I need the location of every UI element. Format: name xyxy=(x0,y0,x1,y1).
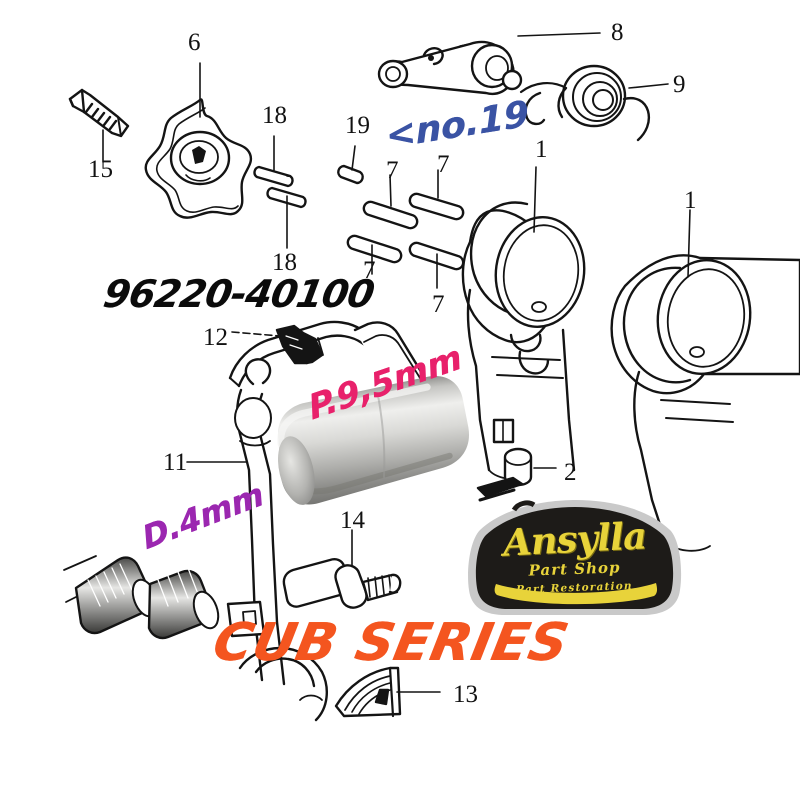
metal-pin-photo xyxy=(277,376,470,505)
part-18-dowel-pins xyxy=(253,135,307,249)
callout-8: 8 xyxy=(611,19,624,46)
annotation-part-number: 96220-40100 xyxy=(100,272,378,316)
part-9-return-spring xyxy=(519,64,669,142)
callout-18-top: 18 xyxy=(262,102,287,129)
callout-18-bottom: 18 xyxy=(272,249,297,276)
callout-12: 12 xyxy=(203,324,228,351)
part-15-flange-bolt xyxy=(68,88,130,163)
part-6-drum-stopper xyxy=(144,62,253,219)
part-small-block xyxy=(492,418,515,444)
callout-2: 2 xyxy=(564,459,577,486)
callout-1-a: 1 xyxy=(535,136,548,163)
logo-badge-shape xyxy=(468,500,682,615)
callout-7-d: 7 xyxy=(432,291,445,318)
part-leaf-spring xyxy=(476,476,524,502)
callout-9: 9 xyxy=(673,71,686,98)
callout-7-c: 7 xyxy=(363,257,376,284)
shop-logo-badge: Ansylla Part Shop Part Restoration xyxy=(466,500,683,617)
callout-1-b: 1 xyxy=(684,187,697,214)
part-1-gearshift-fork-center xyxy=(461,166,586,480)
callout-7-a: 7 xyxy=(386,157,399,184)
callout-7-b: 7 xyxy=(437,151,450,178)
callout-13: 13 xyxy=(453,681,478,708)
part-1-gearshift-fork-right xyxy=(610,209,800,552)
callout-15: 15 xyxy=(88,156,113,183)
part-12-stopper-bolt xyxy=(231,324,324,365)
part-19-shift-pin xyxy=(337,145,364,185)
part-bottom-fork-partial xyxy=(226,600,328,722)
part-14-switch-bolt xyxy=(282,529,402,609)
callout-19: 19 xyxy=(345,112,370,139)
part-7-drum-pins xyxy=(346,169,465,289)
part-knurled-shaft xyxy=(63,555,220,640)
callout-6: 6 xyxy=(188,29,201,56)
part-8-spindle-arm xyxy=(377,32,601,95)
callout-14: 14 xyxy=(340,507,365,534)
callout-11: 11 xyxy=(163,449,188,476)
part-13-guide-plate xyxy=(334,666,441,718)
annotation-cub-series: CUB SERIES xyxy=(208,613,574,673)
